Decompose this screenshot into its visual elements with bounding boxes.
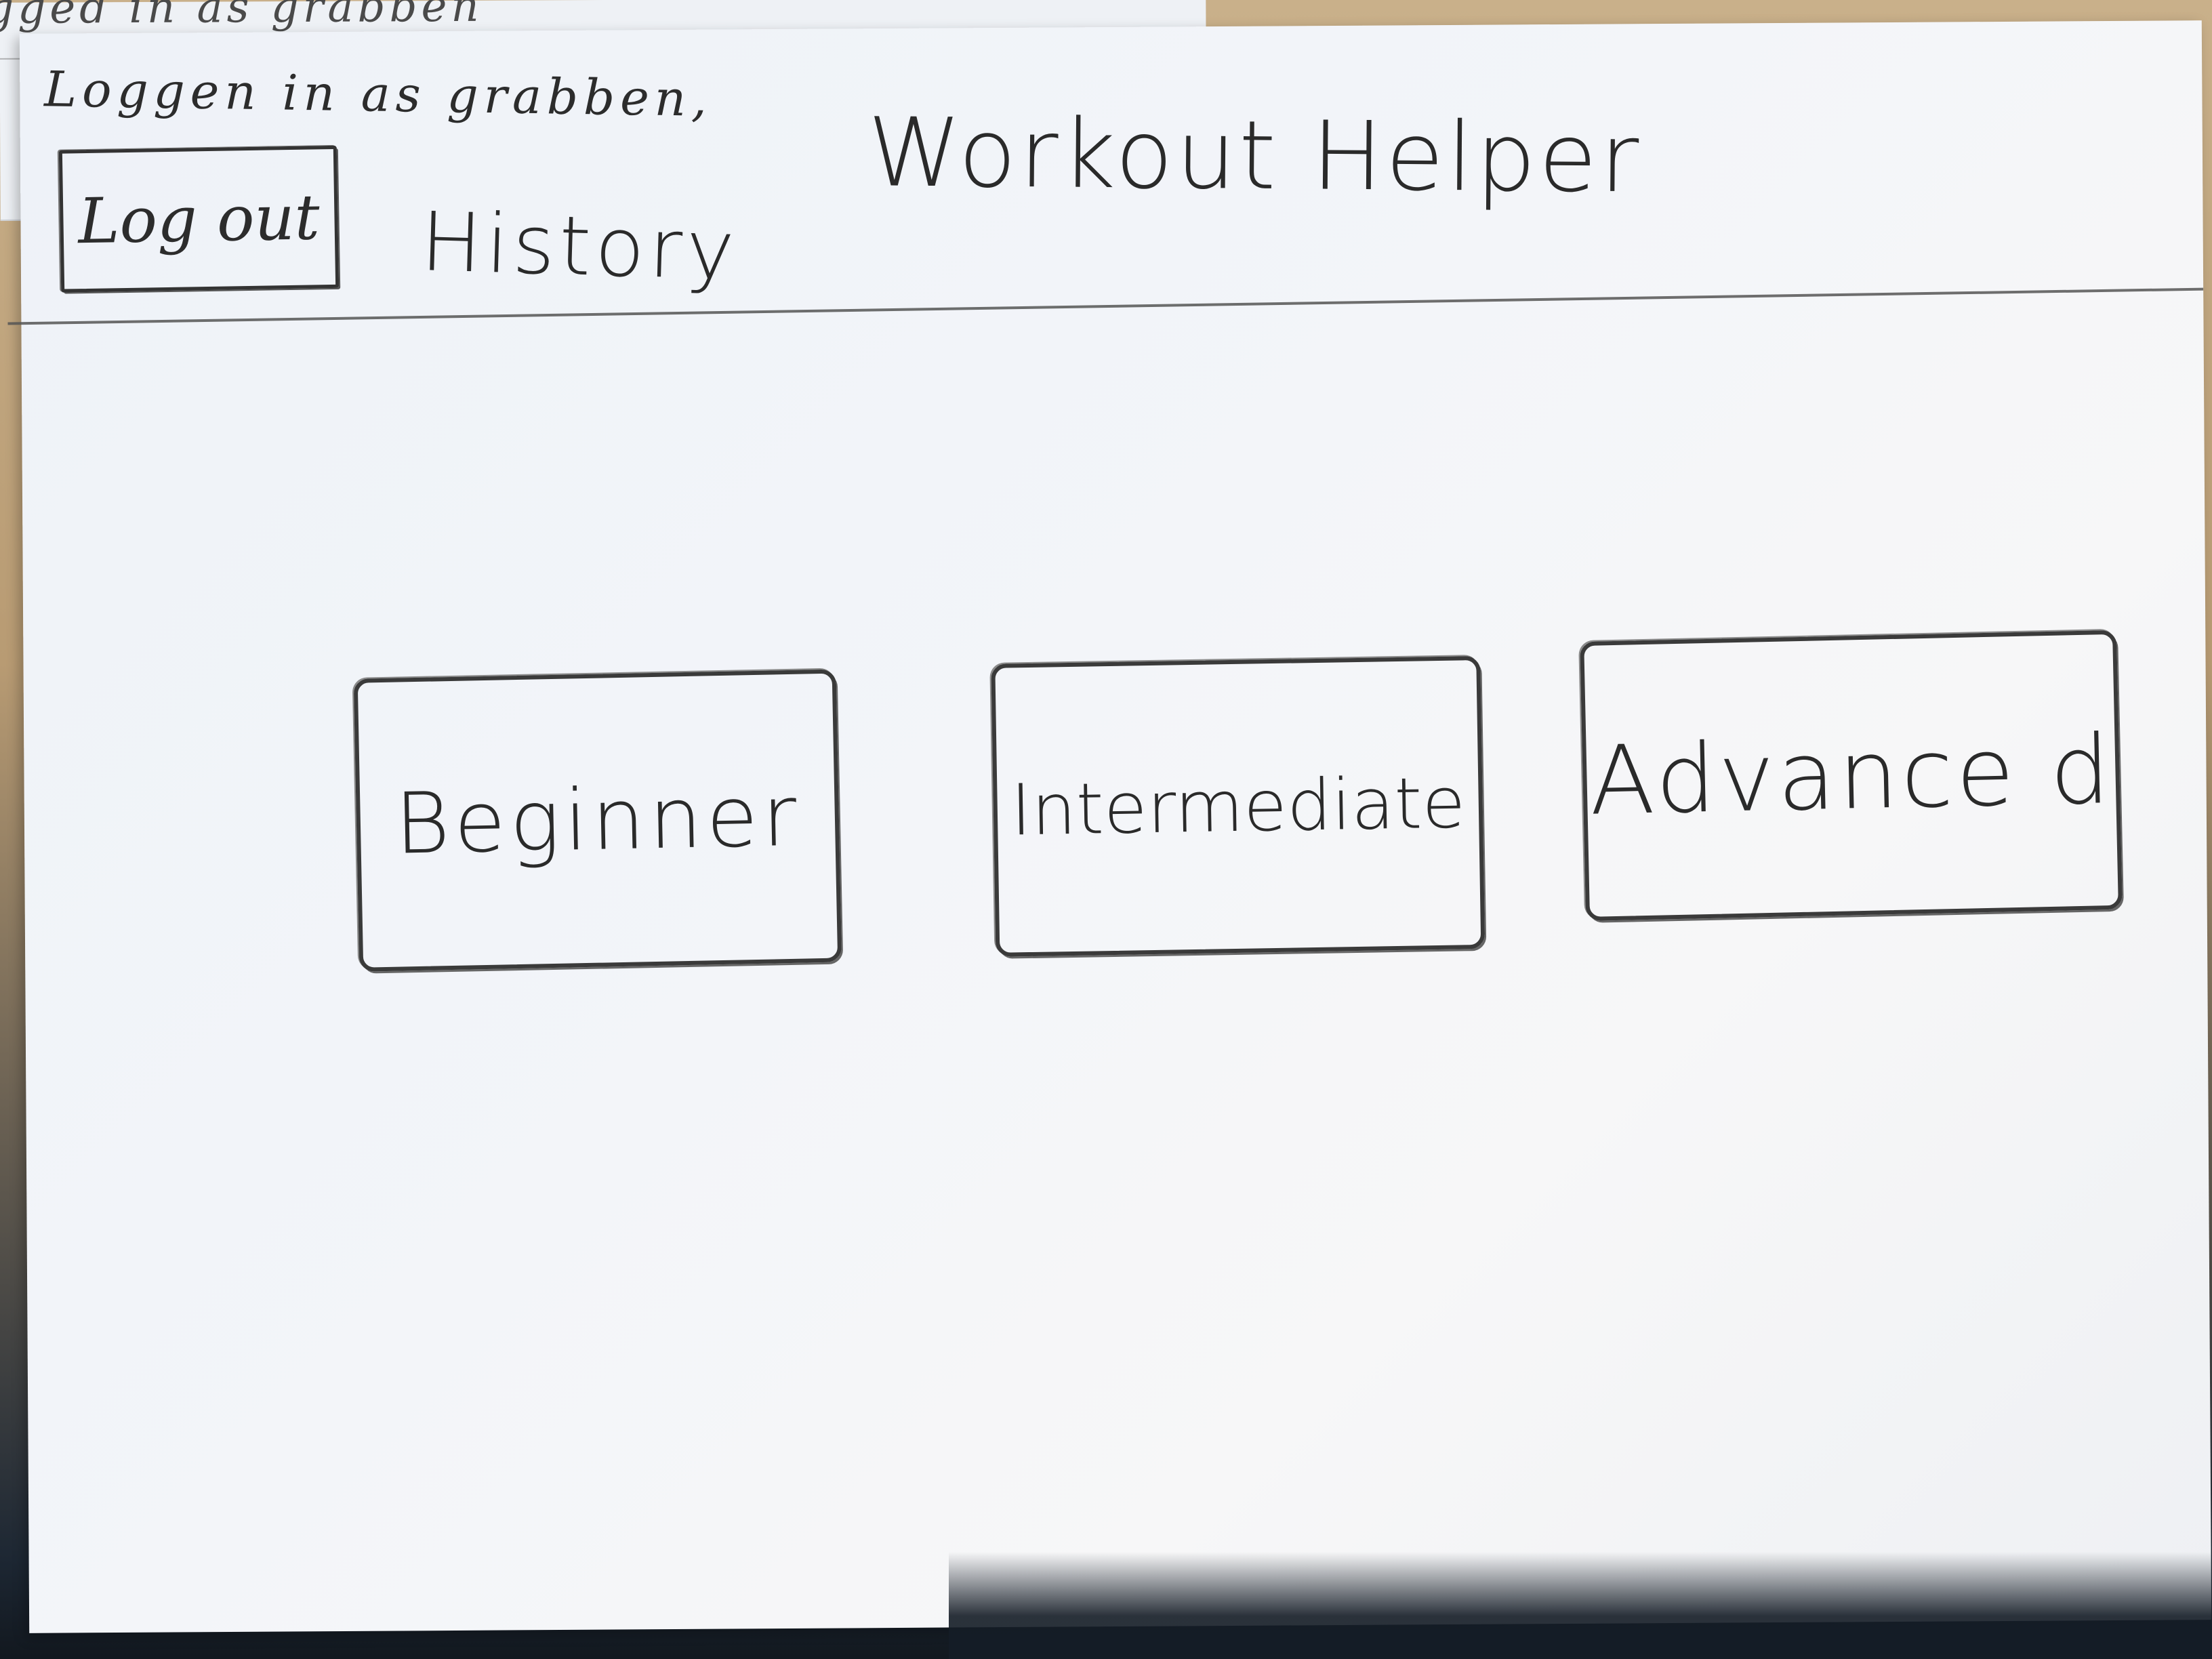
wireframe-sheet: Loggen in as grabben, Workout Helper Log… xyxy=(7,20,2212,1633)
logout-button[interactable]: Log out xyxy=(58,145,340,293)
advanced-button[interactable]: Advance d xyxy=(1580,630,2123,921)
background-logged-in-text: gged in as grabben xyxy=(0,0,483,34)
beginner-button[interactable]: Beginner xyxy=(353,669,842,972)
advanced-button-label: Advance d xyxy=(1588,714,2114,837)
intermediate-button-label: Intermediate xyxy=(1010,761,1467,852)
history-link[interactable]: History xyxy=(419,195,740,299)
beginner-button-label: Beginner xyxy=(394,767,802,874)
app-title: Workout Helper xyxy=(867,98,1642,215)
header-divider xyxy=(7,287,2204,325)
logout-button-label: Log out xyxy=(77,180,321,258)
bottom-shadow xyxy=(949,1552,2212,1659)
logged-in-status: Loggen in as grabben, xyxy=(43,60,713,127)
intermediate-button[interactable]: Intermediate xyxy=(991,655,1486,957)
